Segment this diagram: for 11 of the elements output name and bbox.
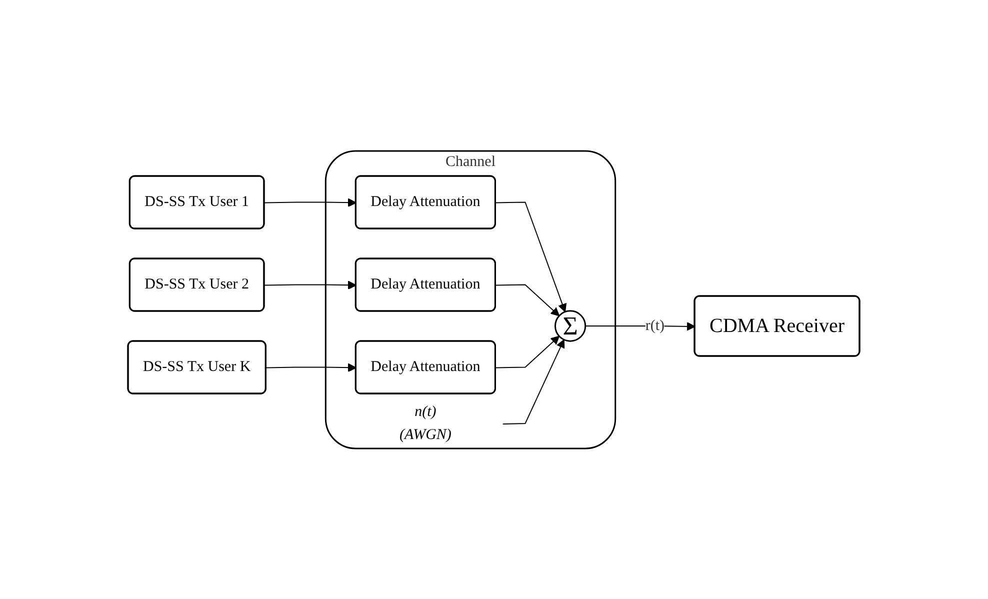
- node-circle: Σ: [554, 310, 586, 342]
- arrow: [266, 362, 357, 372]
- node-text: n(t) (AWGN): [400, 404, 452, 442]
- arrow: [264, 280, 357, 290]
- arrow: [495, 284, 560, 316]
- edge-label: r(t): [646, 318, 665, 334]
- arrow: [502, 339, 565, 424]
- arrow: [264, 198, 357, 207]
- arrow: [495, 202, 567, 312]
- arrow: [585, 322, 696, 331]
- arrow: [495, 336, 560, 368]
